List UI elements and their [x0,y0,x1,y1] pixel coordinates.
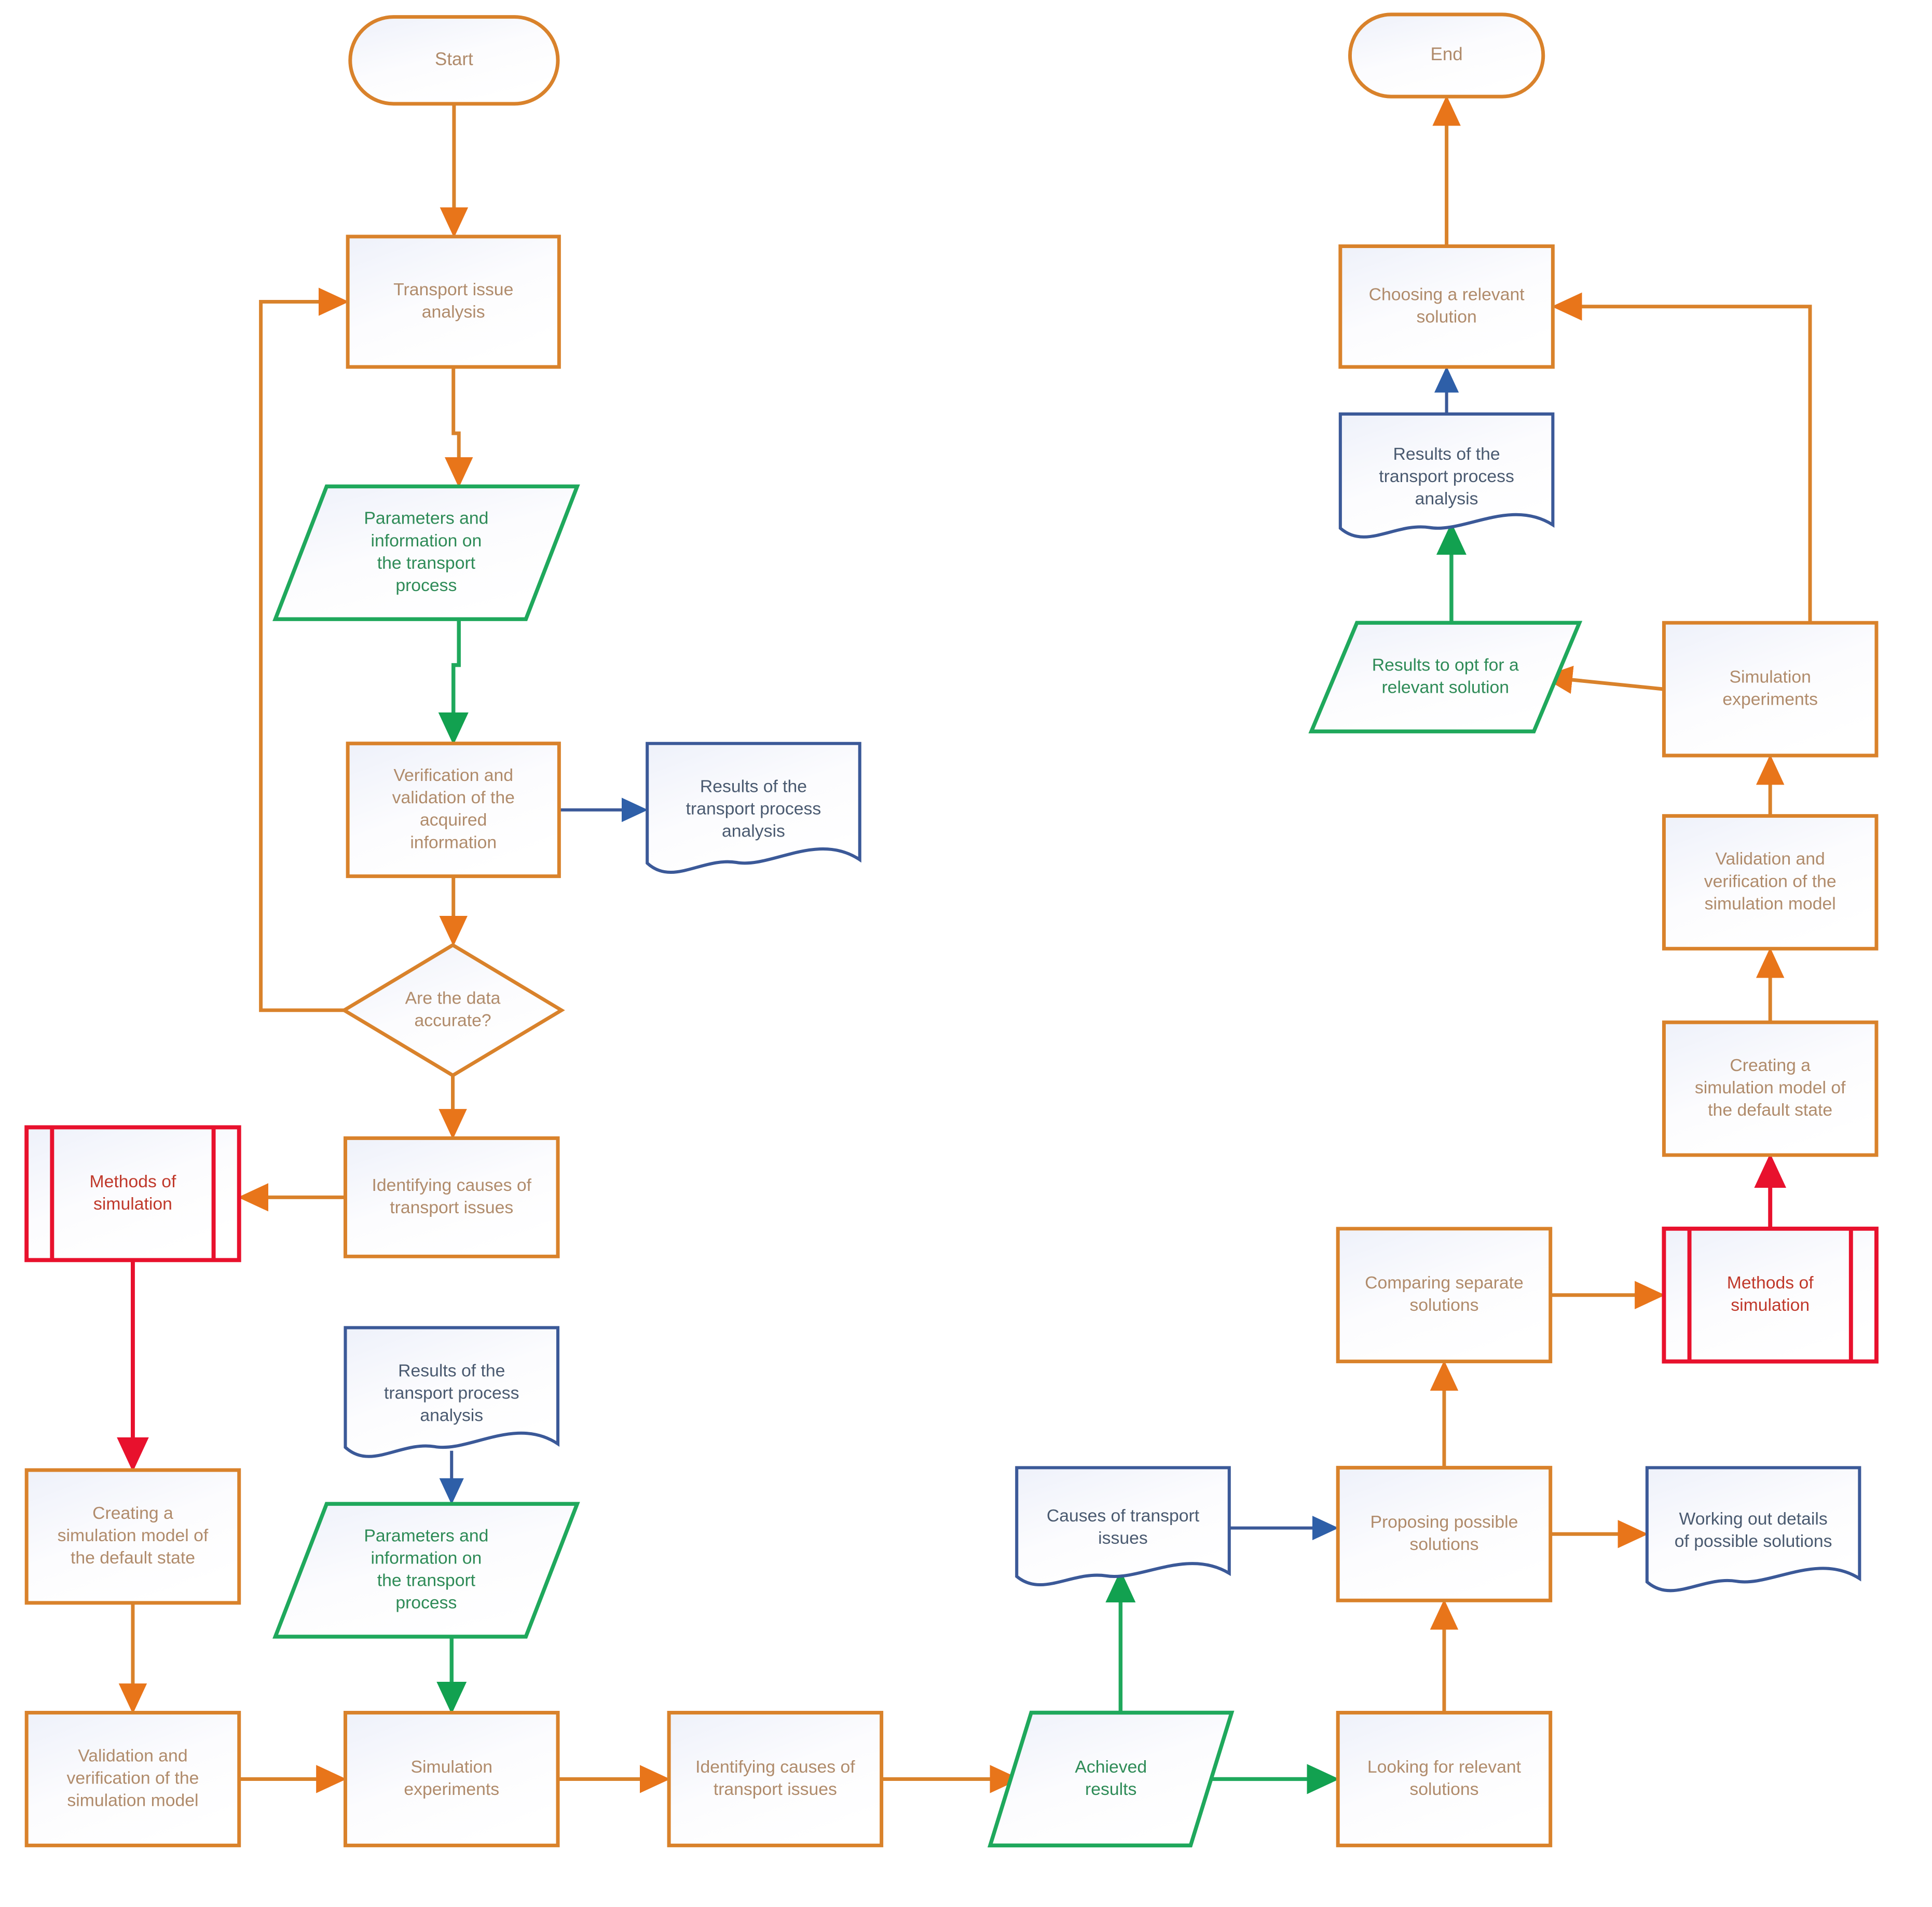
node-label-start: Start [435,49,473,70]
node-end[interactable]: End [1348,12,1545,99]
edge-params-info-1-to-verify-validate [438,619,469,745]
node-start[interactable]: Start [348,15,560,106]
edge-sim-exp-right-to-results-opt [1542,666,1664,694]
edge-data-accurate-to-transport-issue [259,287,349,1012]
node-label-end: End [1431,44,1463,64]
edge-sim-exp-right-to-choosing-sol [1552,292,1812,623]
edge-layer [117,95,1812,1794]
edge-transport-issue-to-params-info-1 [444,367,473,488]
